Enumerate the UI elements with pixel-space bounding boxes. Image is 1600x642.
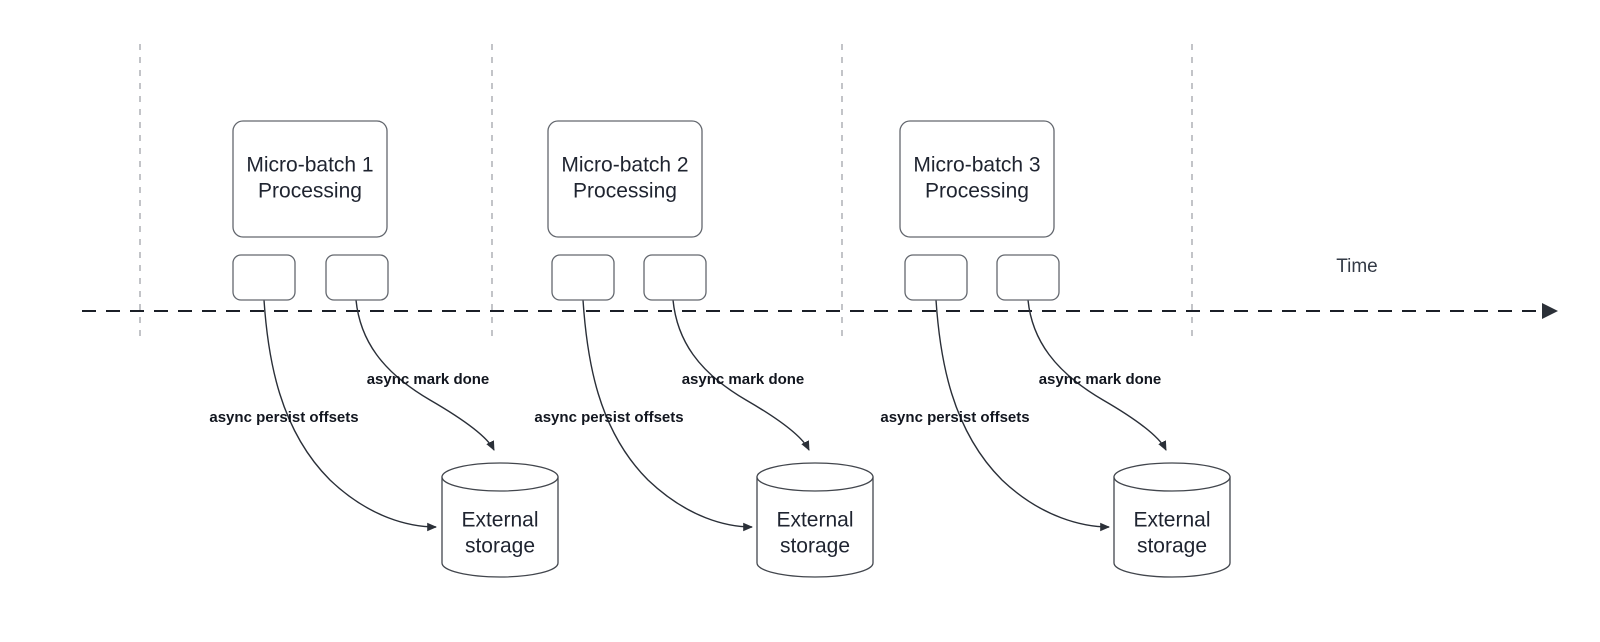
micro-batch-label-line1: Micro-batch 2 (561, 154, 688, 177)
persist-edge-1 (263, 299, 437, 532)
storage-cylinder-body[interactable] (441, 476, 559, 578)
storage-cylinder-top (441, 462, 559, 492)
micro-batch-label-line1: Micro-batch 3 (913, 154, 1040, 177)
timeline-arrowhead-icon (1542, 303, 1558, 319)
task-box[interactable] (551, 254, 615, 301)
storage-label-line2: storage (780, 535, 850, 558)
task-box[interactable] (232, 254, 296, 301)
markdone-edge-1 (355, 299, 495, 451)
markdone-edge-2 (672, 299, 810, 451)
micro-batch-label-line2: Processing (258, 180, 362, 203)
micro-batch-box[interactable] (232, 120, 388, 238)
edge-label-persist-2: async persist offsets (534, 409, 683, 426)
task-box[interactable] (325, 254, 389, 301)
task-box[interactable] (996, 254, 1060, 301)
persist-edge-2 (582, 299, 753, 532)
edge-label-markdone-1: async mark done (367, 371, 490, 388)
storage-label-line2: storage (1137, 535, 1207, 558)
edge-label-markdone-3: async mark done (1039, 371, 1162, 388)
storage-cylinder-top (1113, 462, 1231, 492)
micro-batch-label-line2: Processing (925, 180, 1029, 203)
storage-label-line1: External (461, 509, 538, 532)
storage-cylinder-body[interactable] (756, 476, 874, 578)
micro-batch-box[interactable] (547, 120, 703, 238)
storage-cylinder-body[interactable] (1113, 476, 1231, 578)
task-box[interactable] (643, 254, 707, 301)
edge-label-persist-1: async persist offsets (209, 409, 358, 426)
time-axis-label: Time (1336, 256, 1378, 277)
edge-label-persist-3: async persist offsets (880, 409, 1029, 426)
edge-label-markdone-2: async mark done (682, 371, 805, 388)
micro-batch-label-line1: Micro-batch 1 (246, 154, 373, 177)
task-box[interactable] (904, 254, 968, 301)
micro-batch-label-line2: Processing (573, 180, 677, 203)
storage-label-line1: External (1133, 509, 1210, 532)
storage-cylinder-top (756, 462, 874, 492)
storage-label-line2: storage (465, 535, 535, 558)
persist-edge-3 (935, 299, 1110, 532)
markdone-edge-3 (1027, 299, 1167, 451)
storage-label-line1: External (776, 509, 853, 532)
micro-batch-box[interactable] (899, 120, 1055, 238)
